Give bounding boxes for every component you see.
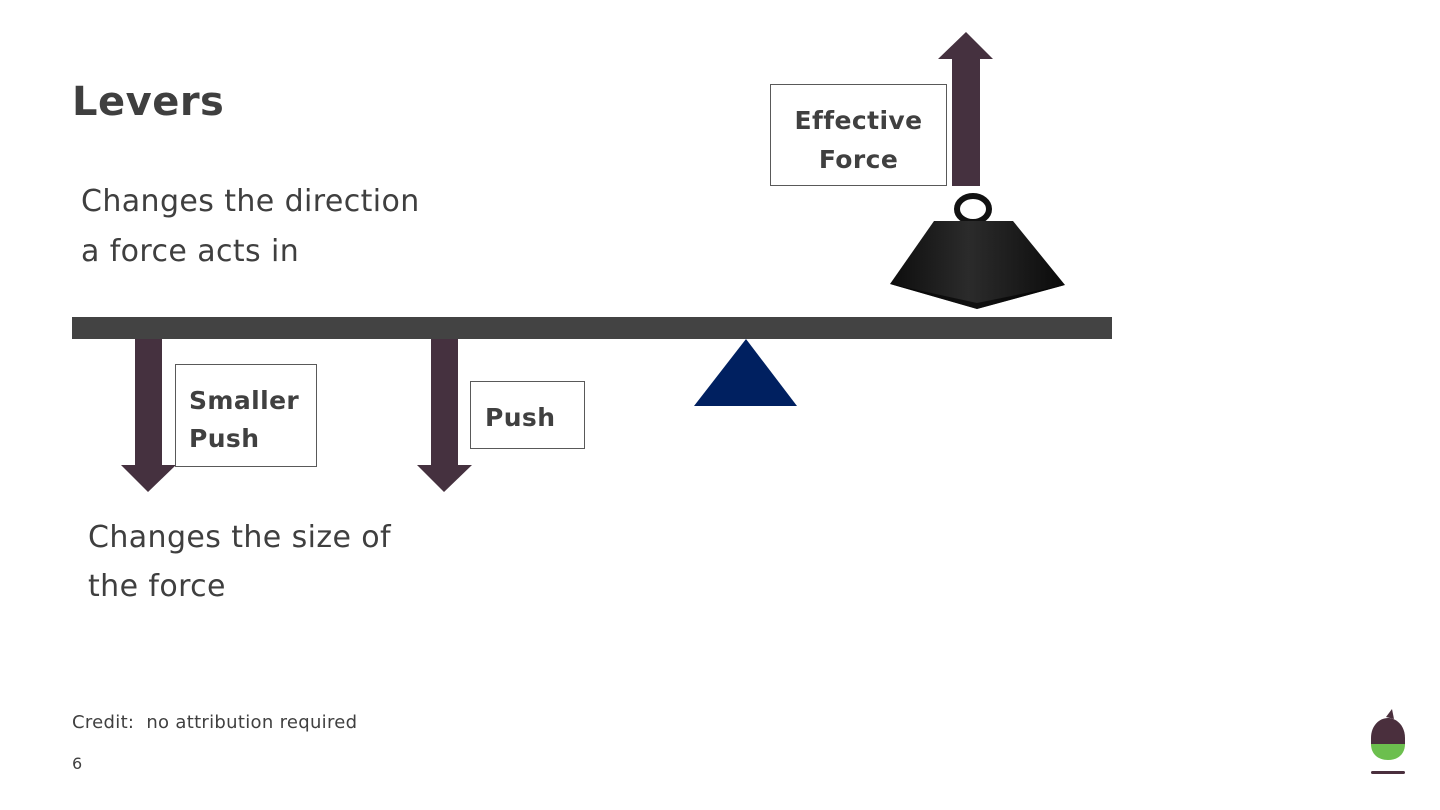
smaller-push-label-line-2: Push (189, 424, 260, 453)
push-arrow (417, 339, 472, 492)
smaller-push-label-line-1: Smaller (189, 386, 300, 415)
fulcrum-triangle-icon (694, 339, 797, 406)
size-description-line-2: the force (88, 569, 226, 604)
size-description-line-1: Changes the size of (88, 520, 392, 555)
direction-description-line-1: Changes the direction (81, 184, 420, 219)
page-number: 6 (72, 754, 83, 773)
direction-description: Changes the direction a force acts in (81, 177, 420, 277)
size-description: Changes the size of the force (88, 513, 391, 611)
smaller-push-label: Smaller Push (175, 364, 317, 467)
effective-force-label-line-2: Force (818, 145, 899, 174)
slide-title: Levers (72, 79, 225, 125)
credit-text: Credit: no attribution required (72, 712, 358, 733)
lever-beam (72, 317, 1112, 339)
direction-description-line-2: a force acts in (81, 234, 300, 269)
iron-weight-icon (890, 193, 1065, 309)
effective-force-arrow (938, 32, 993, 186)
smaller-push-arrow (121, 339, 176, 492)
acorn-logo-icon (1371, 709, 1405, 774)
effective-force-label: Effective Force (770, 84, 947, 186)
effective-force-label-line-1: Effective (794, 106, 923, 135)
push-label-text: Push (485, 403, 556, 432)
push-label: Push (470, 381, 585, 449)
